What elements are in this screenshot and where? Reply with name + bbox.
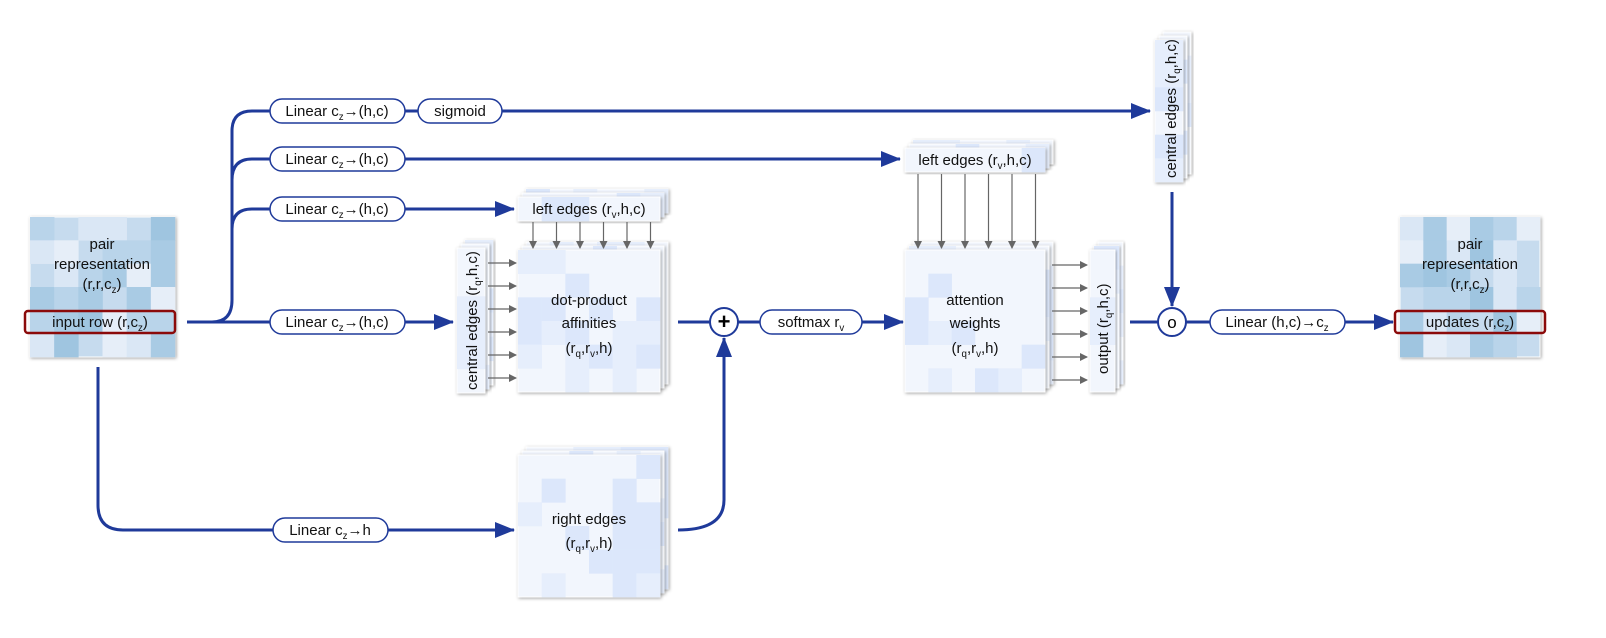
- affinities-stack: [517, 241, 669, 393]
- attention-labels: attention weights (rq​,rv​,h): [946, 292, 1004, 360]
- softmax-label: softmax rv​: [778, 314, 845, 334]
- linear-gate-node: Linear cz​→(h,c): [269, 98, 406, 124]
- attention-line1: attention: [946, 292, 1004, 309]
- input-pair-line1: pair: [89, 236, 114, 253]
- affinities-line1: dot-product: [551, 292, 628, 309]
- multiply-icon: o: [1167, 313, 1176, 332]
- input-pair-line2: representation: [54, 256, 150, 273]
- left-edges-1-label: left edges (rv​,h,c): [532, 201, 645, 221]
- output-stack: [1089, 241, 1124, 393]
- broadcast-arrows: [488, 174, 1088, 384]
- output-pair-line1: pair: [1457, 236, 1482, 253]
- linear-central-node: Linear cz​→(h,c): [269, 309, 406, 335]
- left-edges-1-stack: [517, 188, 669, 222]
- linear-left2-node: Linear cz​→(h,c): [269, 146, 406, 172]
- central-edges-1-label: central edges (rq​,h,c): [464, 251, 484, 390]
- input-row-label: input row (r,cz​): [52, 314, 148, 334]
- gate-multiply-node: o: [1157, 307, 1187, 337]
- updates-row-highlight: [1393, 309, 1547, 335]
- right-edges-stack: [517, 446, 669, 598]
- plus-icon: +: [718, 309, 731, 334]
- output-pair-labels: pair representation (r,r,cz​) updates (r…: [1393, 236, 1547, 335]
- input-pair-representation: [29, 216, 176, 358]
- right-edges-labels: right edges (rq​,rv​,h): [552, 511, 626, 555]
- linear-left2-label: Linear cz​→(h,c): [285, 151, 388, 171]
- right-edges-line2: (rq​,rv​,h): [566, 535, 613, 555]
- linear-bias-label: Linear cz​→h: [289, 522, 371, 542]
- affinities-line2: affinities: [562, 315, 617, 332]
- output-pair-line2: representation: [1422, 256, 1518, 273]
- sigmoid-label: sigmoid: [434, 103, 486, 120]
- attention-weights-stack: [904, 241, 1054, 393]
- central-edges-1-stack: [456, 239, 494, 394]
- linear-bias-node: Linear cz​→h: [272, 517, 389, 543]
- sigmoid-node: sigmoid: [417, 98, 503, 124]
- flow-arrows: [96, 103, 1394, 538]
- input-row-highlight: [23, 309, 177, 335]
- output-label: output (rq​,h,c): [1095, 284, 1115, 375]
- updates-row-label: updates (r,cz​): [1426, 314, 1514, 334]
- plus-node: +: [709, 307, 739, 337]
- central-edges-gate-stack: [1154, 31, 1192, 183]
- linear-central-label: Linear cz​→(h,c): [285, 314, 388, 334]
- linear-left1-label: Linear cz​→(h,c): [285, 201, 388, 221]
- softmax-node: softmax rv​: [759, 309, 863, 335]
- input-pair-line3: (r,r,cz​): [82, 276, 121, 296]
- input-pair-labels: pair representation (r,r,cz​) input row …: [23, 236, 177, 335]
- affinities-line3: (rq​,rv​,h): [566, 340, 613, 360]
- right-edges-line1: right edges: [552, 511, 626, 528]
- linear-out-node: Linear (h,c)→cz​: [1209, 309, 1346, 335]
- linear-out-label: Linear (h,c)→cz​: [1225, 314, 1328, 334]
- attention-line3: (rq​,rv​,h): [952, 340, 999, 360]
- output-pair-line3: (r,r,cz​): [1450, 276, 1489, 296]
- linear-left1-node: Linear cz​→(h,c): [269, 196, 406, 222]
- left-edges-2-stack: [904, 139, 1054, 173]
- linear-gate-label: Linear cz​→(h,c): [285, 103, 388, 123]
- central-edges-gate-label: central edges (rq​,h,c): [1163, 39, 1183, 178]
- attention-line2: weights: [949, 315, 1001, 332]
- affinities-labels: dot-product affinities (rq​,rv​,h): [551, 292, 628, 360]
- left-edges-2-label: left edges (rv​,h,c): [918, 152, 1031, 172]
